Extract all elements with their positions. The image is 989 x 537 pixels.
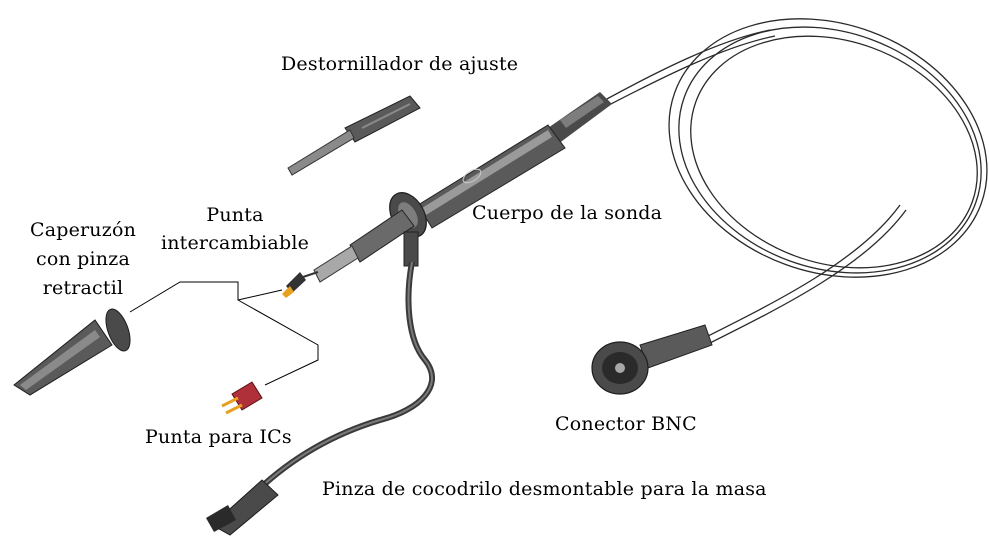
label-punta-intercambiable: Punta intercambiable bbox=[155, 201, 315, 257]
probe-body bbox=[299, 92, 612, 283]
label-caperuzon: Caperuzón con pinza retractil bbox=[8, 216, 158, 303]
retractable-hook-cap bbox=[13, 308, 131, 396]
label-caperuzon-line1: Caperuzón bbox=[29, 219, 137, 241]
label-caperuzon-line2: con pinza bbox=[36, 248, 130, 270]
ground-lead bbox=[206, 231, 435, 536]
label-pinza-cocodrilo: Pinza de cocodrilo desmontable para la m… bbox=[322, 478, 767, 500]
leader-lines bbox=[129, 281, 319, 386]
label-destornillador: Destornillador de ajuste bbox=[281, 53, 519, 75]
ic-tip bbox=[221, 381, 263, 415]
label-conector-bnc: Conector BNC bbox=[555, 413, 697, 435]
bnc-connector bbox=[591, 324, 713, 395]
interchangeable-tip bbox=[282, 272, 306, 298]
label-punta-ics: Punta para ICs bbox=[145, 426, 292, 448]
label-punta-intercambiable-line1: Punta bbox=[206, 204, 264, 226]
label-caperuzon-line3: retractil bbox=[42, 277, 124, 299]
label-cuerpo-sonda: Cuerpo de la sonda bbox=[472, 202, 663, 224]
adjustment-screwdriver bbox=[287, 95, 421, 176]
coiled-cable bbox=[604, 18, 988, 346]
label-punta-intercambiable-line2: intercambiable bbox=[160, 232, 310, 254]
